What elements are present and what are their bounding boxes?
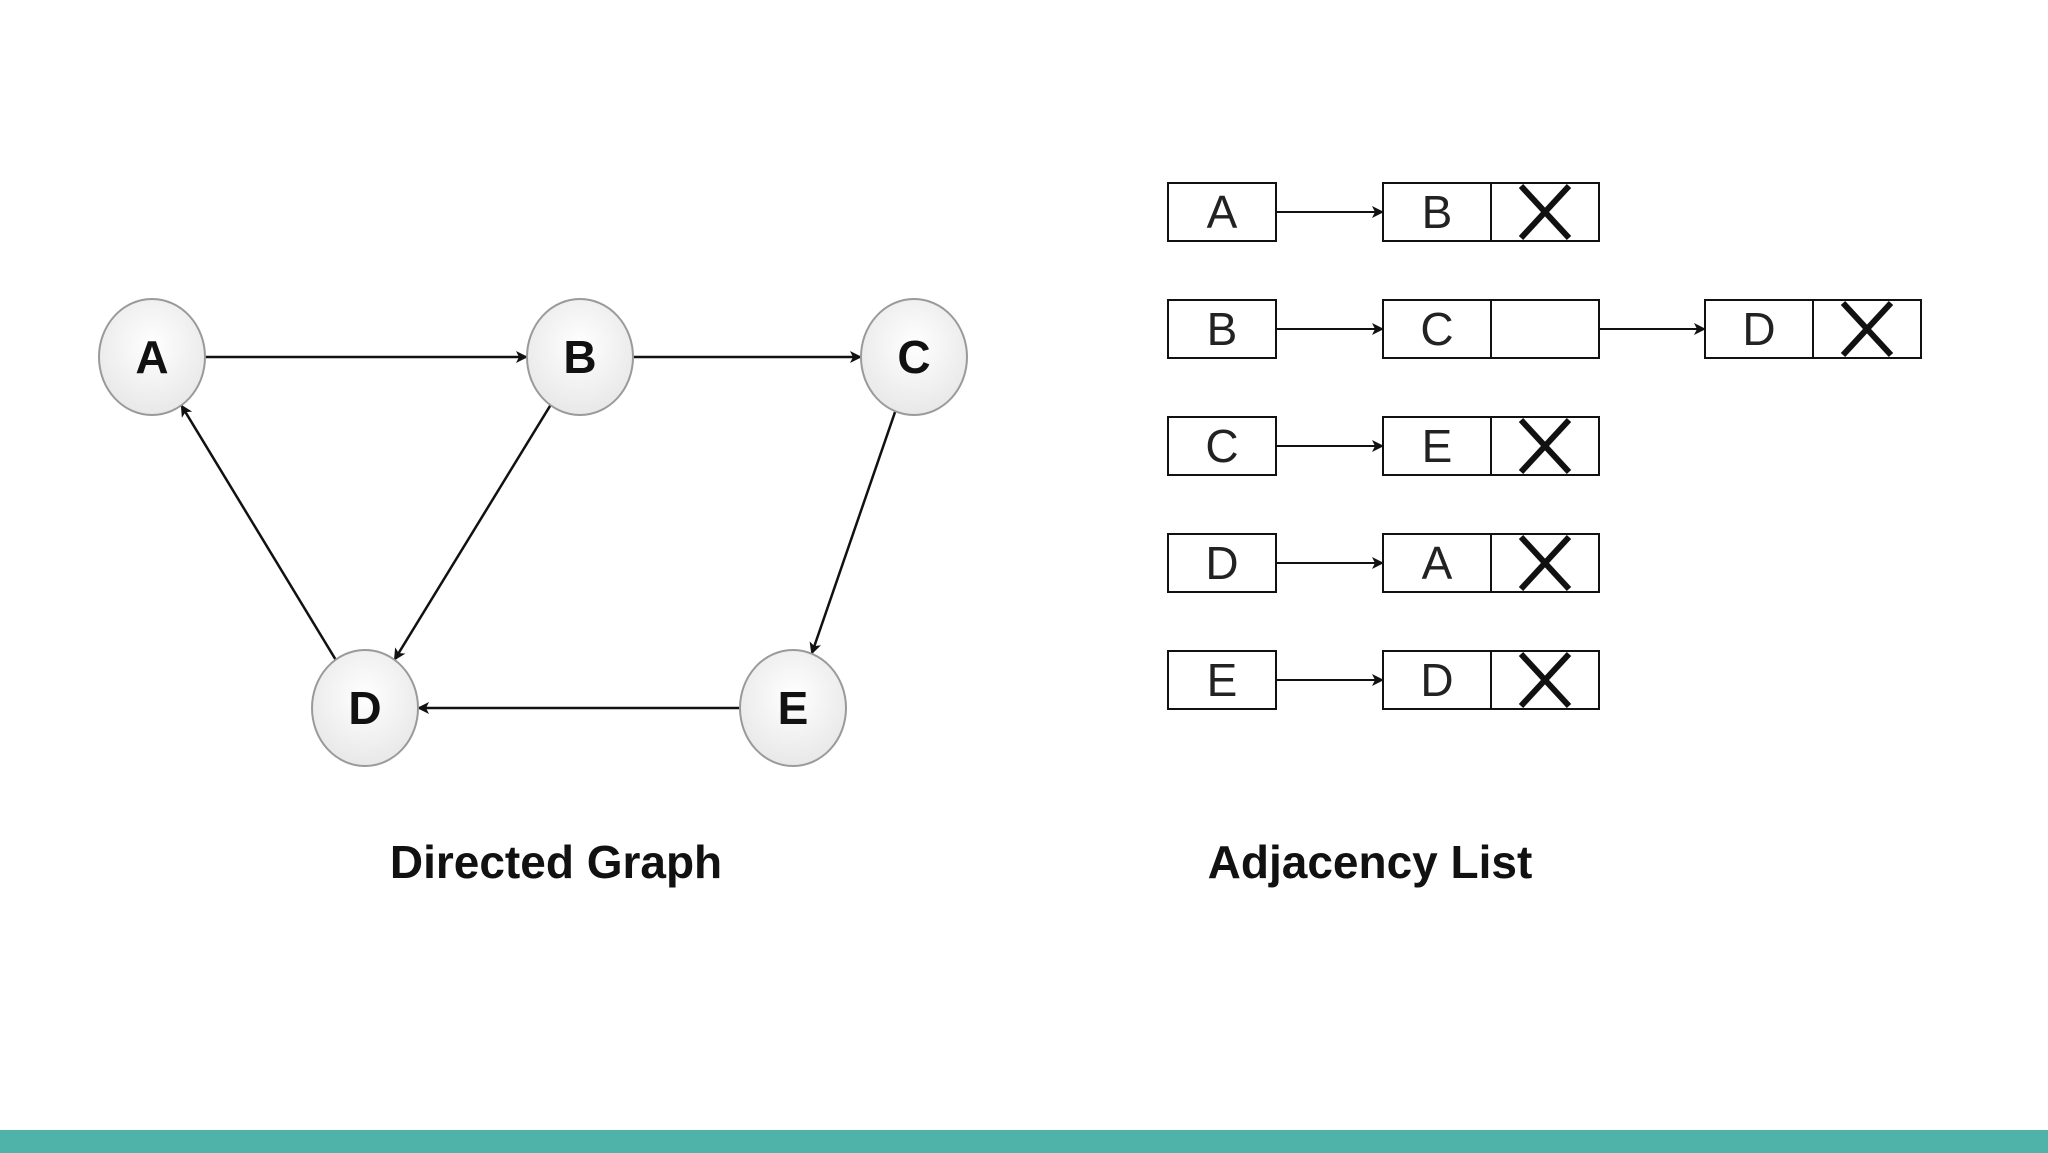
- list-node-data-cell: [1382, 416, 1492, 476]
- edge-c-to-e: [809, 410, 897, 655]
- node-label: B: [563, 331, 596, 383]
- head-cell-label: E: [1207, 654, 1238, 706]
- node-circle: [526, 298, 634, 416]
- list-node-label: C: [1420, 303, 1453, 355]
- bottom-accent-bar: [0, 1130, 2048, 1153]
- list-node-data-cell: [1382, 650, 1492, 710]
- graph-caption: Directed Graph: [390, 836, 722, 888]
- node-label: D: [348, 682, 381, 734]
- null-cross-stroke: [1518, 183, 1572, 241]
- graph-node-e: E: [739, 649, 847, 767]
- graph-node-a: A: [98, 298, 206, 416]
- list-node-label: B: [1422, 186, 1453, 238]
- adjacency-caption: Adjacency List: [1208, 836, 1533, 888]
- edge-d-to-a: [180, 404, 337, 661]
- head-cell-label: C: [1205, 420, 1238, 472]
- list-node-data-cell: [1382, 182, 1492, 242]
- graph-node-d: D: [311, 649, 419, 767]
- list-node-label: E: [1422, 420, 1453, 472]
- node-circle: [860, 298, 968, 416]
- head-cell-label: A: [1207, 186, 1238, 238]
- list-node-data-cell: [1382, 533, 1492, 593]
- list-node-label: D: [1742, 303, 1775, 355]
- null-cross-stroke: [1518, 417, 1572, 475]
- head-cell-label: B: [1207, 303, 1238, 355]
- node-circle: [98, 298, 206, 416]
- graph-node-b: B: [526, 298, 634, 416]
- list-node-label: A: [1422, 537, 1453, 589]
- node-label: A: [135, 331, 168, 383]
- head-cell-label: D: [1205, 537, 1238, 589]
- null-cross-stroke: [1518, 651, 1572, 709]
- node-label: C: [897, 331, 930, 383]
- graph-node-c: C: [860, 298, 968, 416]
- graph-nodes: A B C D E: [98, 298, 968, 767]
- list-node-label: D: [1420, 654, 1453, 706]
- list-node-data-cell: [1704, 299, 1814, 359]
- null-cross-stroke: [1840, 300, 1894, 358]
- graph-edges: [180, 351, 897, 714]
- node-circle: [739, 649, 847, 767]
- list-node-pointer-cell: [1490, 299, 1600, 359]
- list-node-pointer-cell: [1490, 533, 1600, 593]
- head-cell: [1167, 650, 1277, 710]
- node-circle: [311, 649, 419, 767]
- head-cell: [1167, 299, 1277, 359]
- edge-b-to-d: [393, 404, 552, 661]
- head-cell: [1167, 416, 1277, 476]
- adjacency-row-b: B C D: [1167, 299, 1922, 359]
- null-cross-stroke: [1518, 534, 1572, 592]
- node-label: E: [778, 682, 809, 734]
